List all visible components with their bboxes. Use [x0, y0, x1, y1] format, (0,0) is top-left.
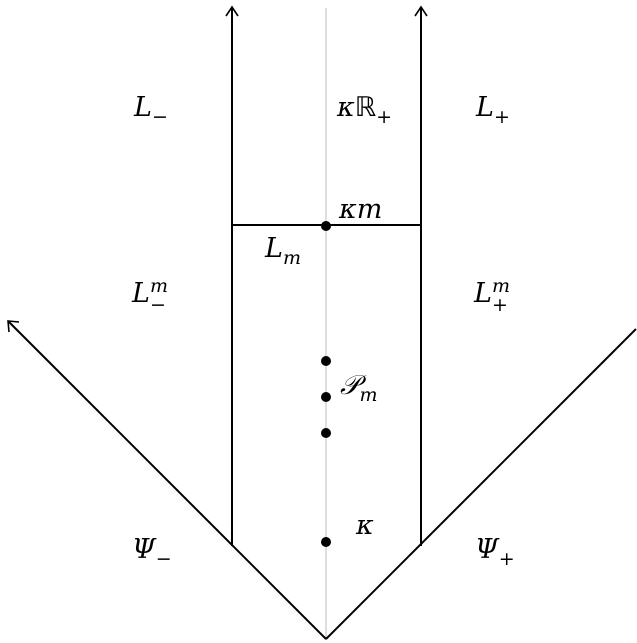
point-kappa	[321, 537, 331, 547]
right-vertical-arrowhead	[414, 5, 428, 17]
point-P3	[321, 428, 331, 438]
point-kappa-m	[321, 221, 331, 231]
point-P1	[321, 356, 331, 366]
left-diagonal-line	[8, 321, 327, 640]
label-kappa-m: κm	[339, 194, 383, 225]
label-Psi-plus: Ψ+	[475, 534, 515, 570]
right-diagonal-line	[325, 328, 637, 640]
label-L-plus: L+	[476, 92, 510, 128]
label-L-minus: L−	[134, 92, 168, 128]
label-Psi-minus: Ψ−	[132, 534, 172, 570]
point-P2	[321, 392, 331, 402]
label-kappa: κ	[356, 510, 374, 541]
label-L-m: Lm	[265, 233, 301, 269]
left-diagonal-arrowhead	[7, 320, 20, 333]
left-vertical-arrowhead	[225, 5, 239, 17]
label-kappa-R-plus: κℝ+	[337, 92, 393, 128]
label-P-m: 𝒫m	[340, 370, 378, 406]
